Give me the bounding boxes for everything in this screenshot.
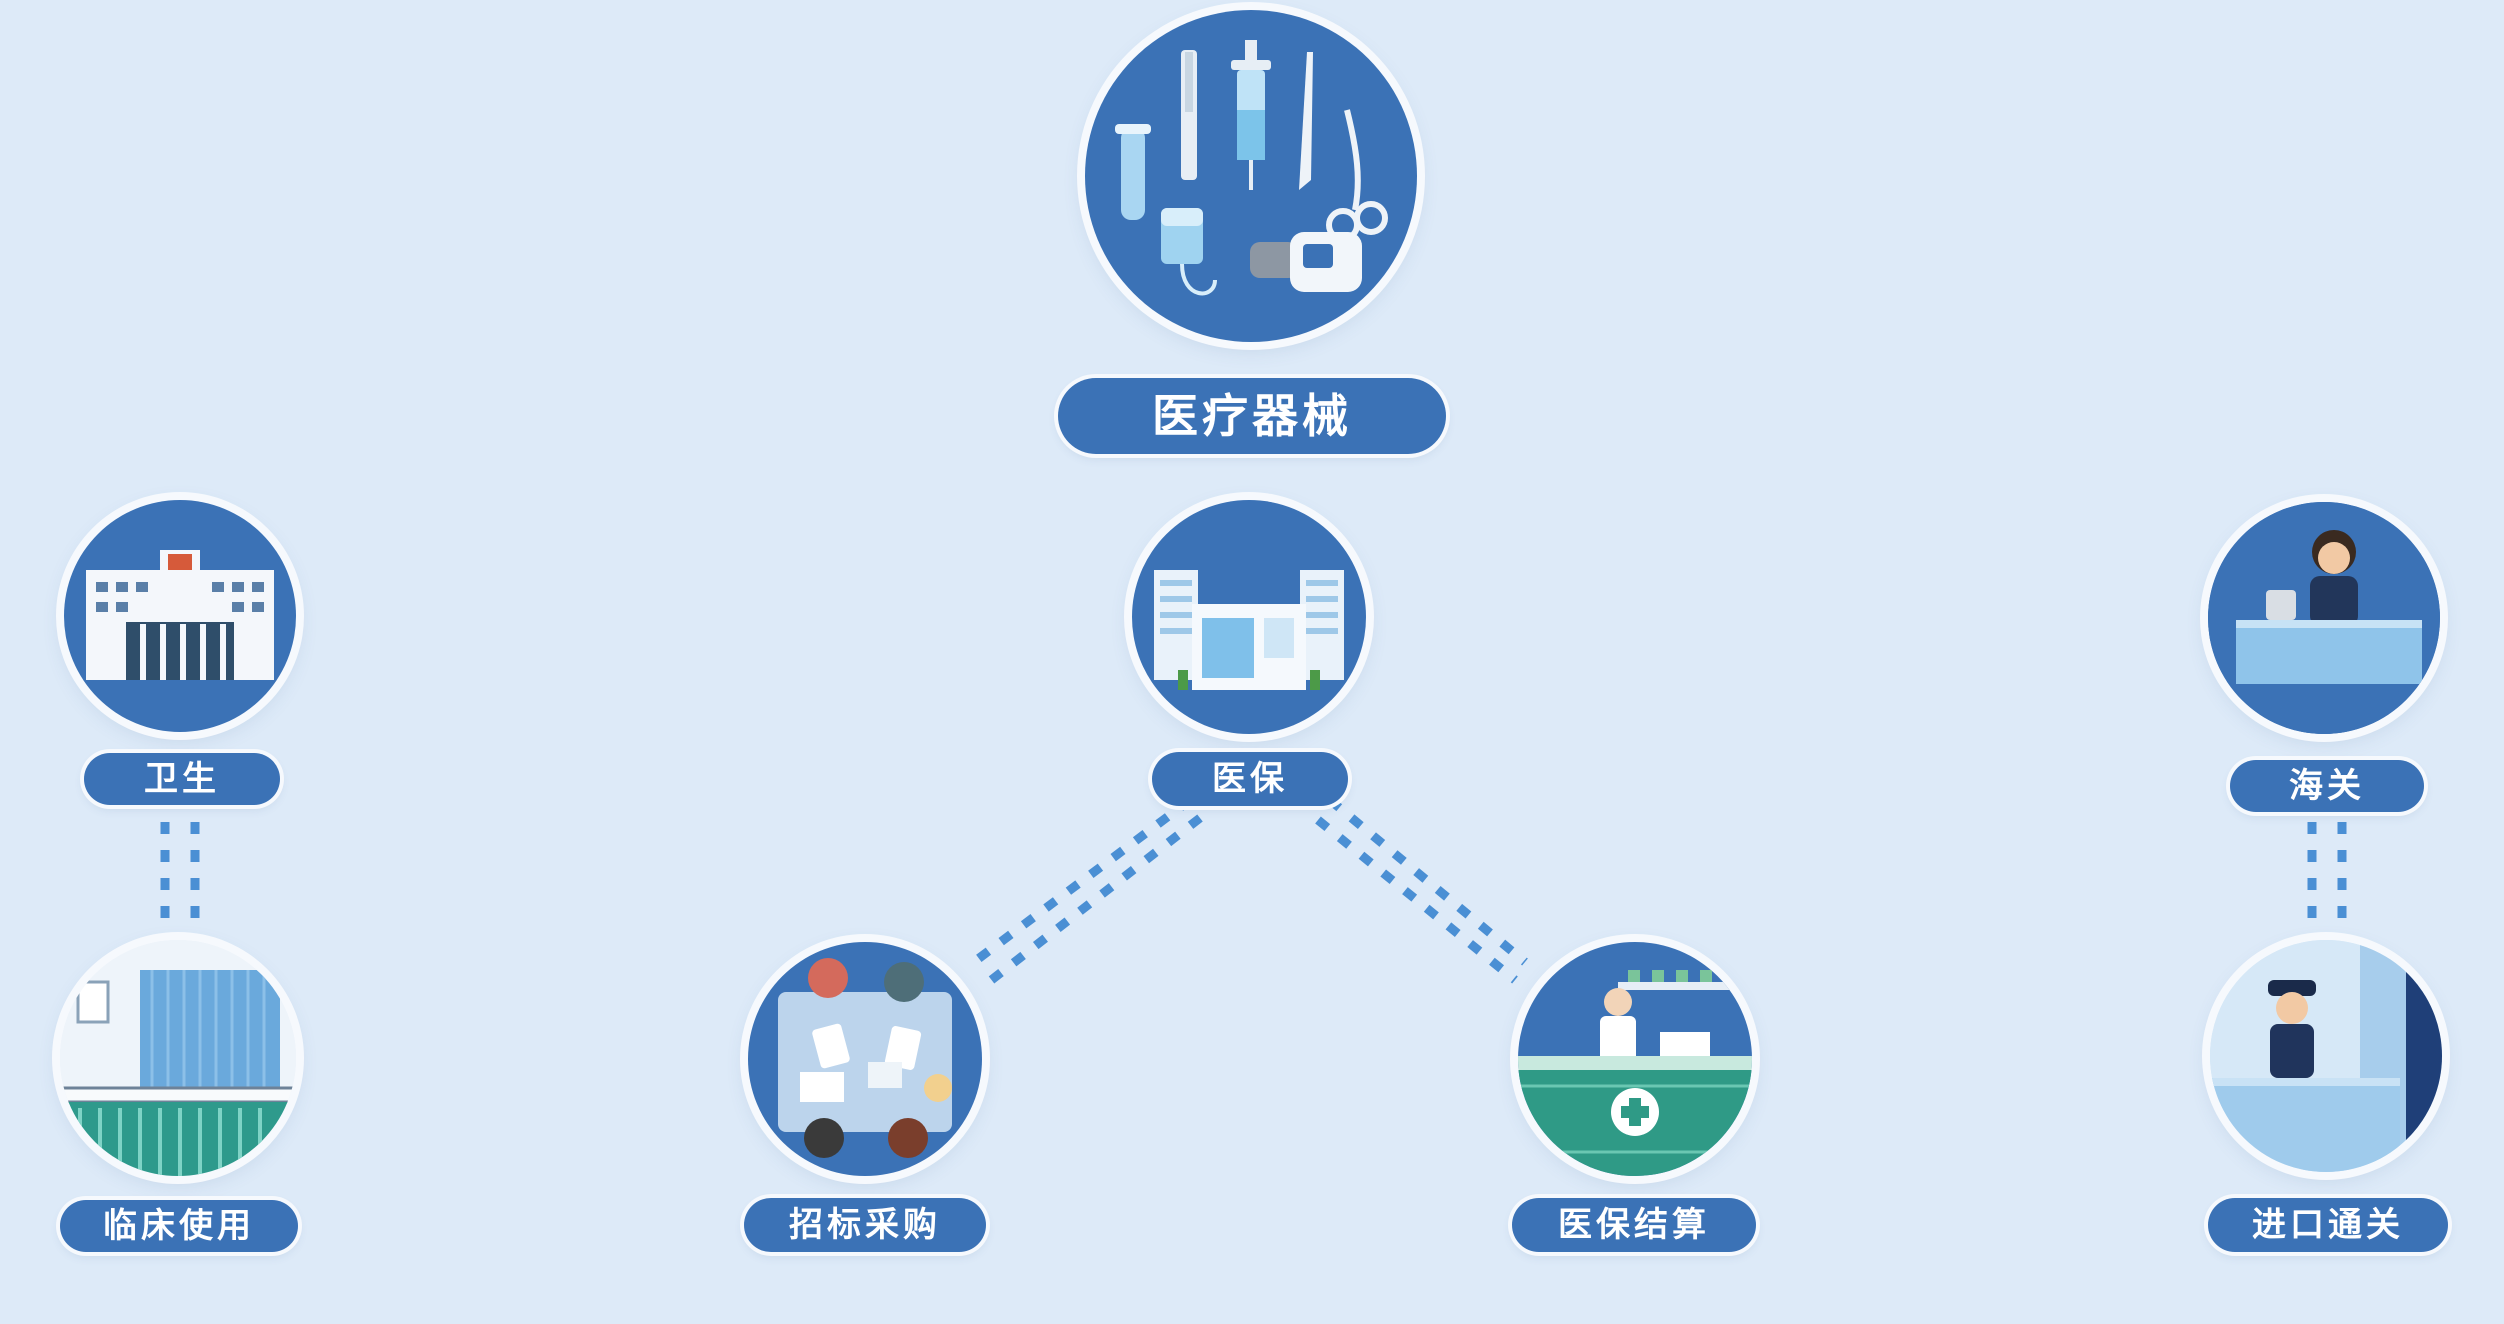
medical-instruments-icon bbox=[1085, 10, 1417, 342]
link-center-left bbox=[967, 796, 1193, 969]
label-bidding-procurement: 招标采购 bbox=[744, 1198, 986, 1252]
label-health: 卫生 bbox=[84, 753, 280, 805]
label-medical-devices: 医疗器械 bbox=[1058, 378, 1446, 454]
label-medical-insurance: 医保 bbox=[1152, 752, 1348, 806]
customs-checkpoint-icon bbox=[2210, 940, 2442, 1172]
hospital-bed-icon bbox=[60, 940, 296, 1176]
pharmacy-counter-icon bbox=[1518, 942, 1752, 1176]
link-center-left-b bbox=[982, 814, 1203, 989]
label-customs: 海关 bbox=[2230, 760, 2424, 812]
hospital-building-icon bbox=[64, 500, 296, 732]
link-center-right-b bbox=[1315, 816, 1518, 984]
medical-insurance-building-icon bbox=[1132, 500, 1366, 734]
bidding-meeting-icon bbox=[748, 942, 982, 1176]
label-insurance-settlement: 医保结算 bbox=[1512, 1198, 1756, 1252]
label-import-clearance: 进口通关 bbox=[2208, 1198, 2448, 1252]
label-clinical-use: 临床使用 bbox=[60, 1200, 298, 1252]
link-center-right bbox=[1327, 796, 1528, 966]
customs-officer-icon bbox=[2208, 502, 2440, 734]
